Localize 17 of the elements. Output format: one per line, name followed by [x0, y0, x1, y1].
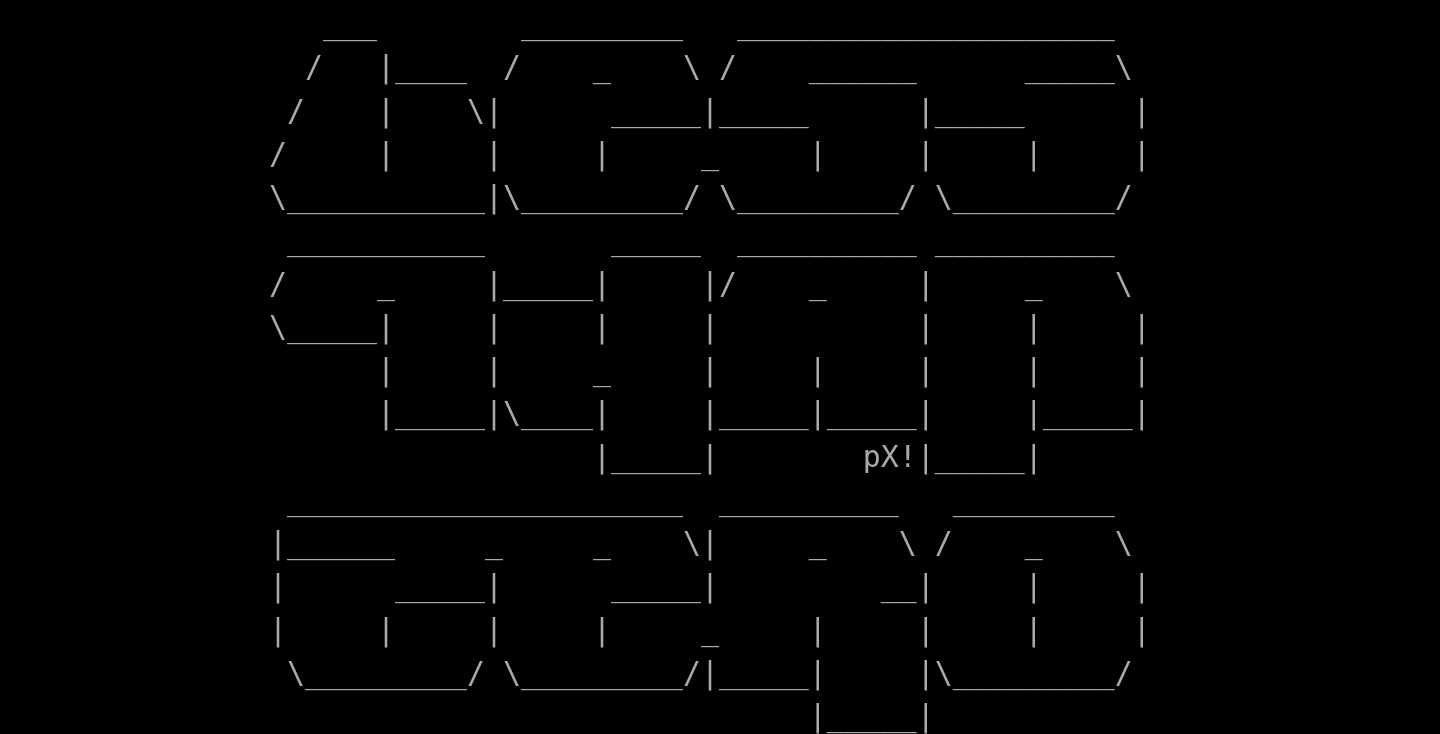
ascii-art-line: | _____| _____| __| | | [269, 567, 1151, 606]
ascii-art-line: |______ _ _ \| _ \ / _ \ [269, 524, 1133, 563]
ascii-art-line: |_____| [807, 697, 935, 734]
ascii-art-line: / | | | _ | | | | [269, 134, 1151, 174]
ascii-art-line: \_____| | | | | | | [269, 307, 1151, 347]
ascii-art-line: / _ |_____| |/ _ | _ \ [269, 264, 1133, 304]
ascii-art-line: |_____|\____| |_____|_____| |_____| [375, 394, 1151, 433]
ascii-art-line: \_________/ \_________/|_____| |\_________/ [286, 653, 1133, 693]
ascii-art-line: ______________________ __________ _________ [286, 480, 1115, 520]
ascii-art-line: | | _ | | | | | [375, 351, 1151, 390]
ascii-art-line: / | \| _____|_____ |_____ | [286, 91, 1151, 131]
ascii-art-line: / |____ / _ \ / ______ _____\ [304, 48, 1133, 87]
ascii-art-line: | | | | _ | | | | [269, 610, 1151, 650]
ascii-art-line: ___ _________ _____________________ [322, 5, 1115, 44]
ascii-art-line: ___________ _____ __________ __________ [286, 221, 1115, 260]
ascii-art-line: |_____| pX!|_____| [591, 437, 1043, 477]
ascii-art-line: \___________|\_________/ \_________/ \_________/ [269, 178, 1133, 217]
